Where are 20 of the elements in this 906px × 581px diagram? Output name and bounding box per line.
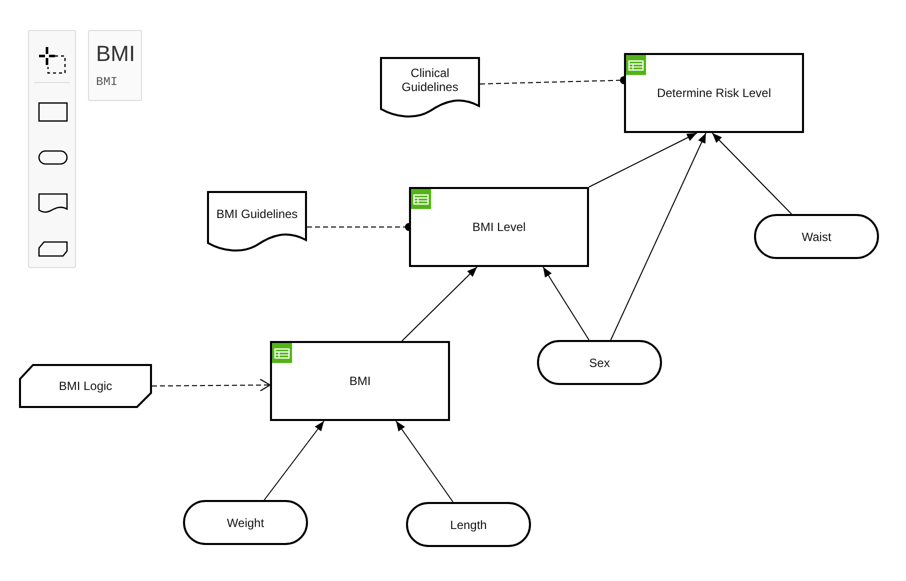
element-name: BMI (96, 41, 136, 67)
element-id: BMI (96, 75, 118, 89)
arrow (712, 132, 792, 214)
node-label: BMI (349, 374, 371, 388)
node-label: BMI Guidelines (216, 207, 298, 221)
arrow (588, 132, 698, 188)
node-label: BMI Logic (58, 379, 112, 393)
arrow (264, 420, 324, 500)
dashed-arrow (152, 378, 271, 392)
node-label: Sex (589, 356, 610, 370)
arrow (396, 420, 454, 502)
arrow (542, 266, 590, 340)
node-label: Waist (802, 230, 832, 244)
node-label: Clinical Guidelines (400, 66, 460, 94)
arrow (401, 266, 478, 342)
node-label: Length (450, 518, 487, 532)
node-label: Weight (226, 516, 264, 530)
node-label: Determine Risk Level (656, 86, 772, 100)
node-label: BMI Level (472, 220, 526, 234)
arrow (610, 132, 706, 340)
